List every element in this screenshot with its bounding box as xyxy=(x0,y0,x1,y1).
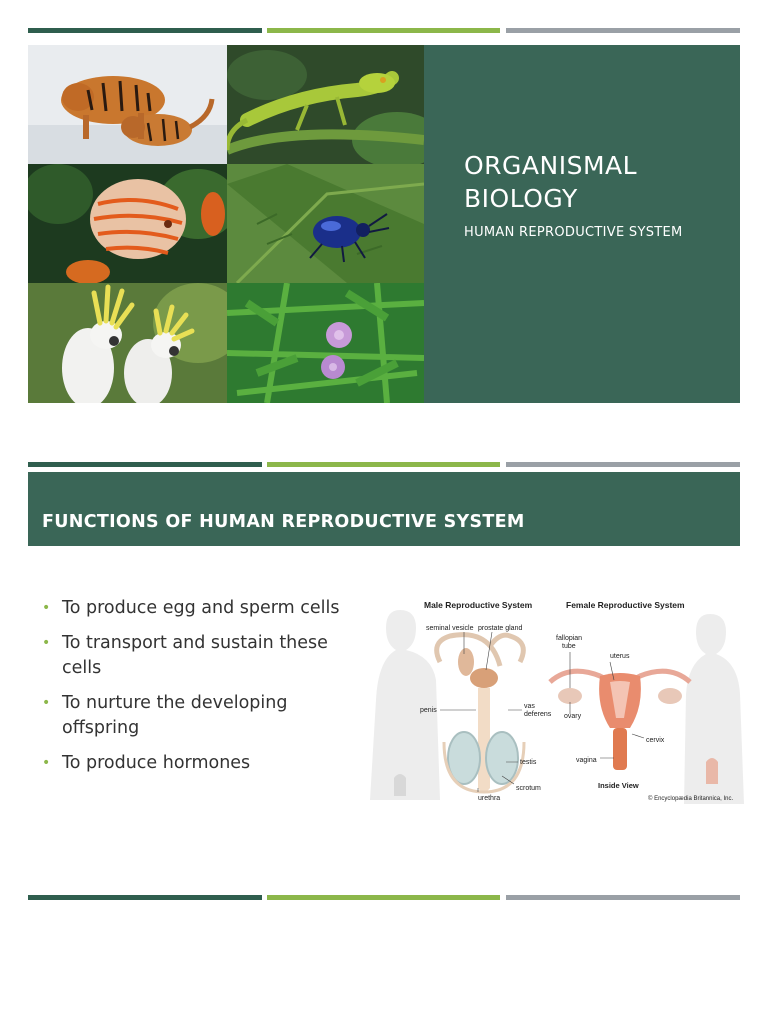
reproductive-system-diagram: Male Reproductive System Female Reproduc… xyxy=(370,600,744,804)
list-item: • To produce egg and sperm cells xyxy=(40,596,360,621)
slide-heading: FUNCTIONS OF HUMAN REPRODUCTIVE SYSTEM xyxy=(42,512,525,532)
divider-bar-gray xyxy=(506,462,740,467)
label-scrotum: scrotum xyxy=(516,785,541,792)
function-bullet-list: • To produce egg and sperm cells • To tran… xyxy=(40,596,360,786)
list-item: • To nurture the developing offspring xyxy=(40,691,360,741)
label-urethra: urethra xyxy=(478,795,500,802)
lizard-photo xyxy=(227,45,424,164)
divider-bar-green xyxy=(267,462,500,467)
mimosa-plant-photo xyxy=(227,283,424,403)
divider-bar-green xyxy=(267,895,500,900)
title-panel: ORGANISMAL BIOLOGY HUMAN REPRODUCTIVE SY… xyxy=(424,45,740,403)
divider-bar-gray xyxy=(506,28,740,33)
testis-right-shape xyxy=(485,731,519,785)
list-item: • To produce hormones xyxy=(40,751,360,776)
label-deferens: deferens xyxy=(524,711,552,718)
label-vas: vas xyxy=(524,703,535,710)
list-item: • To transport and sustain these cells xyxy=(40,631,360,681)
ovary-left-shape xyxy=(558,688,582,704)
ovary-right-shape xyxy=(658,688,682,704)
uterus-inner-shape xyxy=(610,681,630,718)
label-vagina: vagina xyxy=(576,757,597,764)
prostate-gland-shape xyxy=(470,668,498,688)
female-system-heading: Female Reproductive System xyxy=(566,600,685,610)
photo-collage xyxy=(28,45,424,403)
scrotum-outline xyxy=(442,741,526,794)
female-silhouette xyxy=(684,614,744,804)
divider-bar-dark xyxy=(28,462,262,467)
label-seminal-vesicle: seminal vesicle xyxy=(426,625,474,632)
divider-bar-dark xyxy=(28,28,262,33)
slide-subtitle: HUMAN REPRODUCTIVE SYSTEM xyxy=(464,225,683,240)
beetle-photo xyxy=(227,164,424,283)
bullet-text: To nurture the developing offspring xyxy=(62,693,288,738)
slide-title: ORGANISMAL BIOLOGY xyxy=(464,151,638,213)
label-prostate-gland: prostate gland xyxy=(478,625,522,632)
vagina-shape xyxy=(613,728,627,770)
tiger-photo xyxy=(28,45,227,164)
fish-photo xyxy=(28,164,227,283)
label-testis: testis xyxy=(520,759,537,766)
slide-header-band: FUNCTIONS OF HUMAN REPRODUCTIVE SYSTEM xyxy=(28,472,740,546)
male-silhouette xyxy=(370,610,440,800)
leader-lines xyxy=(440,631,645,792)
male-inset-figure xyxy=(394,774,406,796)
testis-left-shape xyxy=(447,731,481,785)
divider-bar-gray xyxy=(506,895,740,900)
bullet-text: To transport and sustain these cells xyxy=(62,633,328,678)
label-fallopian: fallopian xyxy=(556,635,582,642)
bullet-text: To produce egg and sperm cells xyxy=(62,598,340,618)
penis-shape xyxy=(478,688,490,792)
vas-deferens-shape xyxy=(434,632,526,667)
female-inset-figure xyxy=(706,758,718,784)
cockatoo-photo xyxy=(28,283,227,403)
label-penis: penis xyxy=(420,707,437,714)
bullet-text: To produce hormones xyxy=(62,753,251,773)
label-cervix: cervix xyxy=(646,737,665,744)
male-system-heading: Male Reproductive System xyxy=(424,600,533,610)
label-tube: tube xyxy=(562,643,576,650)
bullet-icon: • xyxy=(42,600,51,616)
divider-bar-dark xyxy=(28,895,262,900)
bullet-icon: • xyxy=(42,755,51,771)
copyright-credit: © Encyclopædia Britannica, Inc. xyxy=(648,795,733,802)
bullet-icon: • xyxy=(42,635,51,651)
bullet-icon: • xyxy=(42,695,51,711)
label-uterus: uterus xyxy=(610,653,630,660)
divider-bar-green xyxy=(267,28,500,33)
inside-view-caption: Inside View xyxy=(598,781,639,790)
label-ovary: ovary xyxy=(564,713,582,720)
seminal-vesicle-shape xyxy=(458,648,474,676)
